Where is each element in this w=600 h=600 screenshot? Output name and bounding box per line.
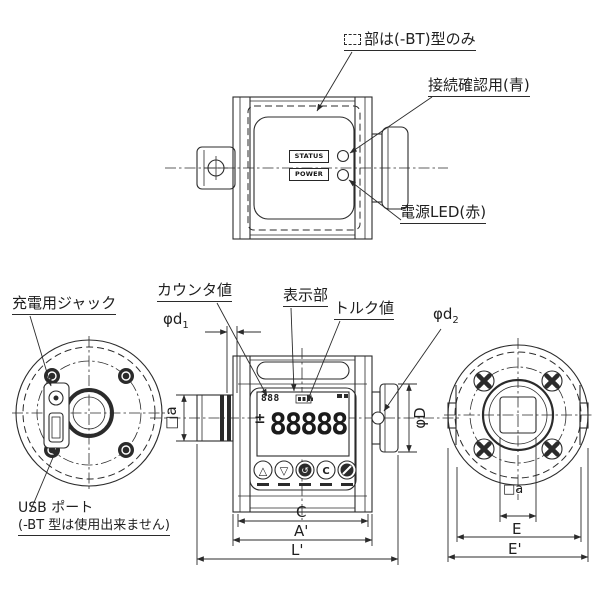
lcd-indicator-icon	[337, 394, 348, 398]
dim-E-label: E	[512, 520, 522, 538]
leader-phi-d2	[383, 328, 442, 412]
usb-port-label: USB ポート (-BT 型は使用出来ません)	[18, 500, 170, 536]
dimension-lines	[176, 326, 589, 565]
left-view-drawing	[12, 315, 170, 513]
leader-usb	[29, 447, 58, 513]
status-badge: STATUS	[289, 150, 329, 163]
screw-icons	[473, 370, 563, 460]
connector-check-window	[371, 411, 385, 425]
bt-dashed-region	[247, 105, 361, 231]
power-led-label: 電源LED(赤)	[400, 203, 487, 224]
lcd-main-digits: 88888	[269, 407, 348, 441]
dashed-box-icon	[344, 34, 361, 45]
display-housing	[249, 387, 357, 491]
power-button-icon	[342, 465, 352, 475]
right-view-drawing	[444, 338, 594, 500]
top-view-drawing	[165, 51, 448, 240]
up-button-icon: △	[259, 465, 268, 478]
leader-display	[290, 307, 297, 392]
bt-note-label: 部は(-BT)型のみ	[344, 30, 476, 51]
leader-power-led-note	[348, 179, 402, 221]
torque-value-label: トルク値	[334, 299, 395, 320]
button-row: △ ▽ ↺ C	[253, 460, 357, 486]
charging-jack-label: 充電用ジャック	[12, 294, 117, 315]
square-drive-hole	[499, 396, 537, 434]
dim-phi-D-label: φD	[411, 407, 429, 429]
counter-value-label: カウンタ値	[157, 281, 233, 302]
usb-port-icon	[48, 412, 64, 443]
power-badge: POWER	[289, 168, 329, 181]
leader-connection-note	[349, 96, 433, 154]
leader-counter	[216, 302, 268, 397]
dim-square-a-side-label: □a	[162, 406, 180, 430]
dim-phi-d1-label: φd1	[163, 310, 189, 331]
memory-button-icon: ↺	[301, 467, 309, 477]
usb-port-label-line1: USB ポート	[18, 500, 94, 516]
usb-port-label-line2: (-BT 型は使用出来ません)	[18, 518, 170, 536]
dim-L-label: L'	[291, 541, 304, 559]
square-drive-shaft	[196, 394, 234, 442]
power-led-icon	[336, 168, 350, 182]
leader-torque	[306, 320, 341, 403]
dim-square-a-front-label: □a	[503, 482, 524, 497]
down-button-icon: ▽	[280, 465, 289, 478]
leader-jack	[29, 315, 52, 387]
up-button	[253, 460, 273, 480]
clear-button-label: C	[322, 466, 329, 477]
down-button	[274, 460, 294, 480]
charging-jack-icon	[48, 390, 64, 406]
clear-button	[316, 460, 336, 480]
dim-E-prime-label: E'	[508, 540, 522, 558]
connection-check-label: 接続確認用(青)	[428, 76, 530, 97]
display-section-label: 表示部	[283, 286, 329, 307]
leader-bt-note	[316, 51, 353, 112]
lcd-counter-digits: 888	[261, 393, 280, 404]
dim-C-label: C	[296, 503, 307, 521]
dim-phi-d2-label: φd2	[433, 305, 459, 326]
dim-A-label: A'	[294, 522, 309, 540]
connection-led-icon	[336, 149, 350, 163]
lcd-sign: ±	[254, 411, 266, 427]
front-view-drawing: △ ▽ ↺ C	[150, 302, 462, 520]
